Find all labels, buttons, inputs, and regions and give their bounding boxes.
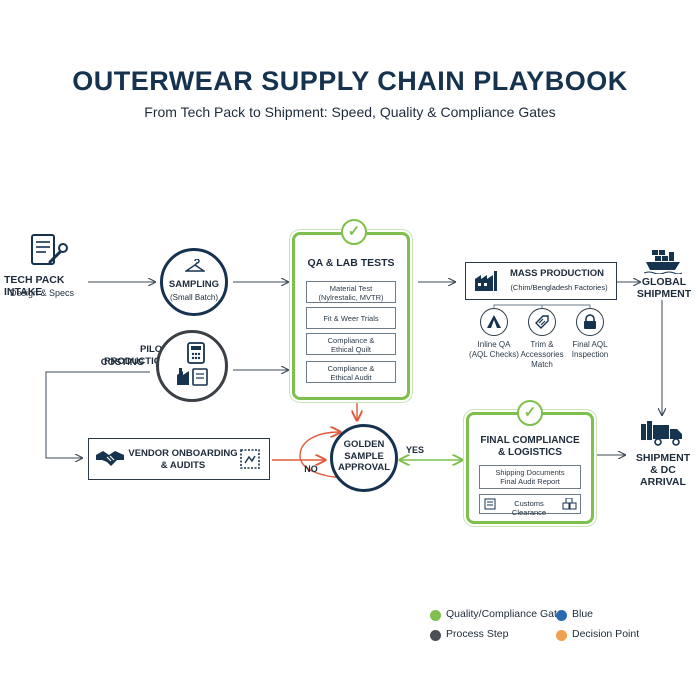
vendor-node: VENDOR ONBOARDING & AUDITS	[88, 438, 270, 480]
legend-dot-blue	[556, 610, 567, 621]
legend-dot-process	[430, 630, 441, 641]
certificate-stamp-icon	[239, 448, 261, 470]
yes-label: YES	[405, 445, 424, 455]
qa-item-fit-trials: Fit & Weer Trials	[306, 307, 396, 329]
ship-icon	[643, 246, 683, 275]
truck-icon	[640, 420, 684, 448]
qa-item-ethical-quilt: Compliance & Ethical Quilt	[306, 333, 396, 355]
factory-icon	[474, 269, 498, 293]
document-wrench-icon	[28, 232, 68, 270]
qa-check-icon: ✓	[341, 219, 367, 245]
golden-sample-title: GOLDEN SAMPLE APPROVAL	[337, 439, 391, 473]
lock-icon	[576, 308, 604, 336]
pilot-node	[156, 330, 228, 402]
handshake-icon	[95, 447, 125, 469]
tech-pack-sub: Design & Specs	[10, 288, 75, 298]
pilot-sub: COSTING	[100, 357, 144, 368]
qa-lab-title: QA & LAB TESTS	[307, 257, 395, 269]
qa-lab-gate: QA & LAB TESTS Material Test (Nylrestali…	[292, 232, 410, 400]
legend-dot-decision	[556, 630, 567, 641]
final-compliance-title: FINAL COMPLIANCE & LOGISTICS	[480, 435, 580, 458]
legend-label-process: Process Step	[446, 628, 509, 640]
final-check-icon: ✓	[517, 400, 543, 426]
no-label: NO	[304, 464, 318, 474]
shipping-documents-box: Shipping Documents Final Audit Report	[479, 465, 581, 489]
trim-match-label: Trim & Accessories Match	[520, 340, 564, 369]
tags-icon	[528, 308, 556, 336]
pilot-title: PILOT PRODUCTION	[104, 344, 168, 367]
hanger-icon	[183, 258, 207, 273]
dc-arrival-title: SHIPMENT & DC ARRIVAL	[635, 452, 691, 488]
final-aql-label: Final AQL Inspection	[571, 340, 609, 359]
legend-label-decision: Decision Point	[572, 628, 640, 640]
legend-label-blue: Blue	[572, 608, 594, 620]
legend: Quality/Compliance Gate Blue Process Ste…	[430, 606, 690, 646]
final-compliance-gate: FINAL COMPLIANCE & LOGISTICS Shipping Do…	[466, 412, 594, 524]
sampling-title: SAMPLING	[168, 279, 220, 290]
sampling-sub: (Small Batch)	[169, 293, 218, 302]
qa-item-ethical-audit: Compliance & Ethical Audit	[306, 361, 396, 383]
legend-dot-gate	[430, 610, 441, 621]
edge-golden-no-loop	[299, 432, 353, 479]
vendor-title: VENDOR ONBOARDING & AUDITS	[128, 448, 238, 471]
page-title: OUTERWEAR SUPPLY CHAIN PLAYBOOK	[72, 66, 628, 96]
mass-production-title: MASS PRODUCTION	[510, 268, 604, 279]
global-shipment-title: GLOBAL SHIPMENT	[636, 276, 692, 300]
mass-production-sub: (Chim/Bengladesh Factories)	[510, 283, 608, 292]
tent-icon	[480, 308, 508, 336]
tech-pack-title: TECH PACK INTAKE	[4, 274, 65, 298]
page-subtitle: From Tech Pack to Shipment: Speed, Quali…	[144, 104, 556, 120]
inline-qa-label: Inline QA (AQL Checks)	[469, 340, 519, 359]
mass-production-node: MASS PRODUCTION (Chim/Bengladesh Factori…	[465, 262, 617, 300]
customs-label: Customs Clearance	[511, 499, 547, 517]
qa-item-material-test: Material Test (Nylrestalic, MVTR)	[306, 281, 396, 303]
boxes-icon	[562, 498, 577, 510]
sampling-node: SAMPLING (Small Batch)	[160, 248, 228, 316]
edge-pilot-vendor	[45, 371, 150, 458]
customs-form-icon	[484, 498, 496, 510]
customs-box: Customs Clearance	[479, 494, 581, 517]
golden-sample-node: GOLDEN SAMPLE APPROVAL	[330, 424, 398, 492]
calculator-factory-icon	[173, 341, 215, 391]
legend-label-gate: Quality/Compliance Gate	[446, 608, 563, 620]
